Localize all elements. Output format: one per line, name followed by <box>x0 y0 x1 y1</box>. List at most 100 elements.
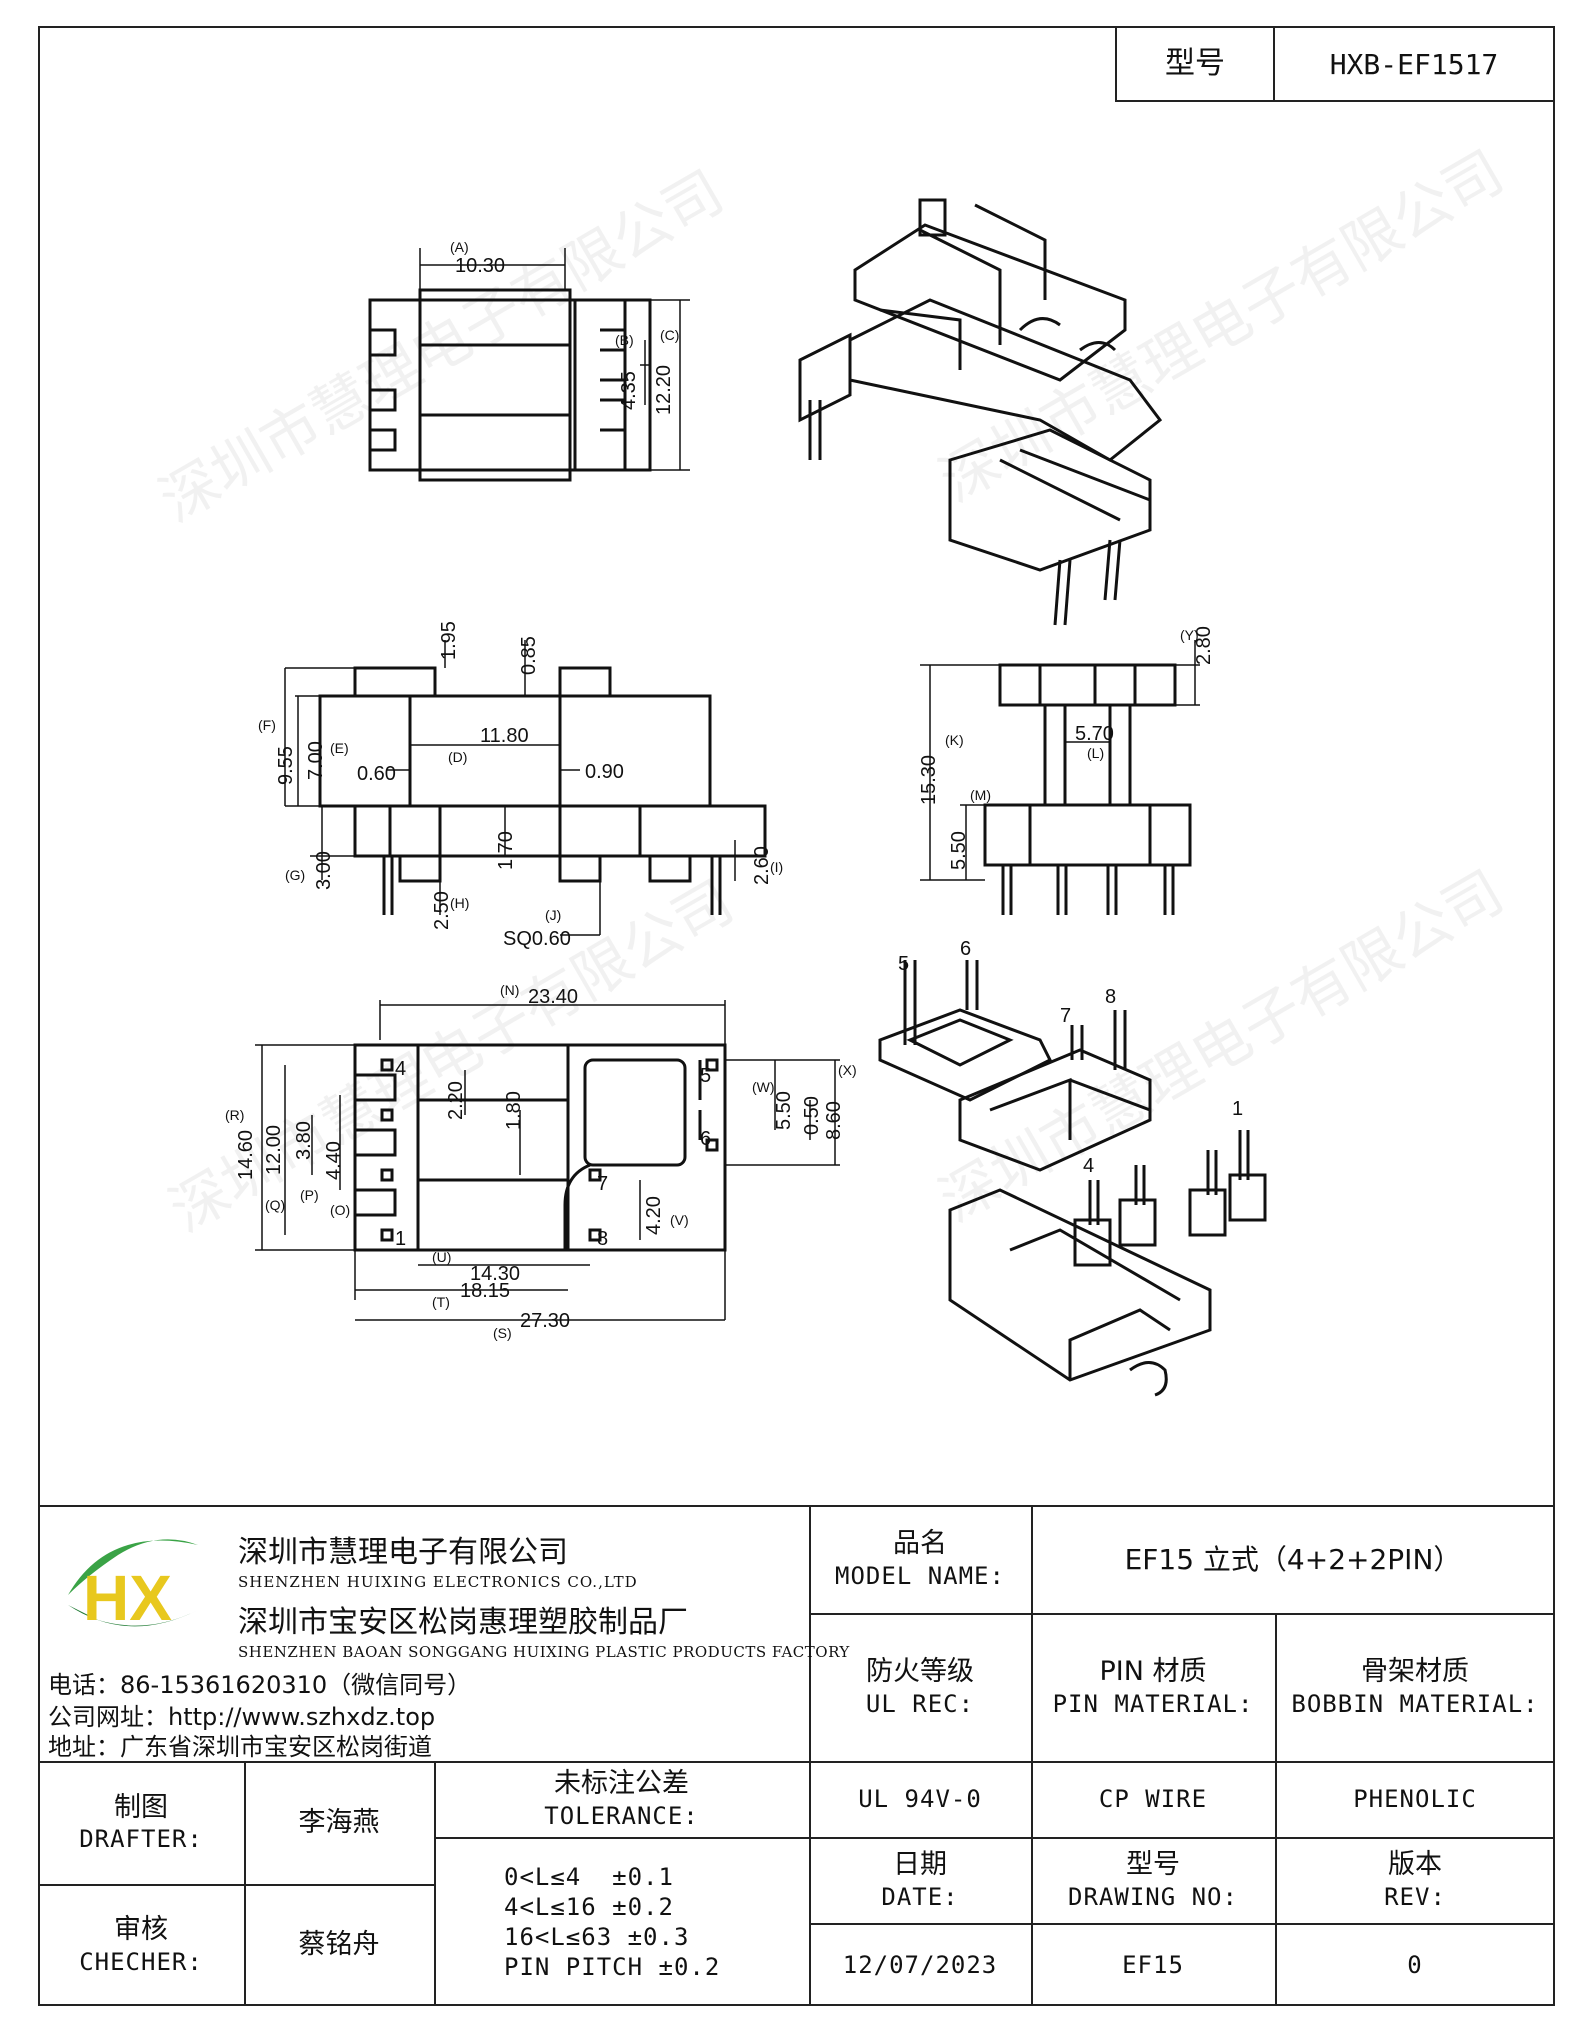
bobbin-material-label-cell: 骨架材质 BOBBIN MATERIAL: <box>1275 1613 1555 1763</box>
drawing-no-label-cell: 型号 DRAWING NO: <box>1031 1837 1277 1925</box>
pin-number-5: 5 <box>700 1065 711 1087</box>
dim-860: 8.60 <box>823 1101 845 1140</box>
dim-label-p: (P) <box>300 1187 319 1203</box>
dim-label-i: (I) <box>770 859 783 875</box>
dim-955: 9.55 <box>275 746 297 785</box>
checker-en: CHECHER: <box>79 1947 203 1976</box>
date-cn: 日期 <box>893 1849 947 1881</box>
dim-sq060: SQ0.60 <box>503 928 571 950</box>
bobbin-material-en: BOBBIN MATERIAL: <box>1291 1689 1539 1718</box>
isometric-view-top <box>798 198 1163 626</box>
dim-250: 2.50 <box>431 891 453 930</box>
dim-2730: 27.30 <box>520 1310 570 1332</box>
pin-number-7: 7 <box>597 1173 608 1195</box>
tolerance-line-2: 4<L≤16 ±0.2 <box>504 1892 674 1921</box>
date-en: DATE: <box>881 1882 959 1911</box>
dim-550b: 5.50 <box>773 1091 795 1130</box>
dim-label-c: (C) <box>660 327 679 343</box>
iso-pin-5: 5 <box>898 953 909 975</box>
company-info-area: HX 深圳市慧理电子有限公司 SHENZHEN HUIXING ELECTRON… <box>38 1505 849 1763</box>
dim-1430: 14.30 <box>470 1263 520 1285</box>
model-value-cell: HXB-EF1517 <box>1273 26 1555 102</box>
model-name-cn: 品名 <box>893 1528 947 1560</box>
company-name-en-2: SHENZHEN BAOAN SONGGANG HUIXING PLASTIC … <box>238 1643 850 1661</box>
dim-label-v: (V) <box>670 1212 689 1228</box>
dim-380: 3.80 <box>293 1121 315 1160</box>
pin-material-en: PIN MATERIAL: <box>1052 1689 1254 1718</box>
dim-label-d: (D) <box>448 749 467 765</box>
rev-cn: 版本 <box>1388 1849 1442 1881</box>
company-address: 地址：广东省深圳市宝安区松岗街道 <box>48 1733 432 1761</box>
company-name-en-1: SHENZHEN HUIXING ELECTRONICS CO.,LTD <box>238 1573 638 1591</box>
dim-1815: 18.15 <box>460 1280 510 1302</box>
ul-value: UL 94V-0 <box>858 1785 982 1813</box>
drafter-label-cell: 制图 DRAFTER: <box>38 1761 246 1886</box>
dim-label-e: (E) <box>330 740 349 756</box>
iso-pin-1: 1 <box>1232 1098 1243 1120</box>
model-label-cell: 型号 <box>1115 26 1275 102</box>
dim-550: 5.50 <box>948 831 970 870</box>
dim-label-m: (M) <box>970 787 991 803</box>
dim-label-h: (H) <box>450 895 469 911</box>
dim-170: 1.70 <box>495 831 517 870</box>
dim-label-r: (R) <box>225 1107 244 1123</box>
iso-pin-6: 6 <box>960 938 971 960</box>
drafter-cn: 制图 <box>114 1791 168 1823</box>
model-value: HXB-EF1517 <box>1329 47 1499 81</box>
dim-260: 2.60 <box>751 846 773 885</box>
company-name-cn-1: 深圳市慧理电子有限公司 <box>238 1535 568 1570</box>
drawing-no-value: EF15 <box>1122 1950 1184 1979</box>
dim-label-q: (Q) <box>265 1197 285 1213</box>
drawing-no-cn: 型号 <box>1126 1849 1180 1881</box>
tolerance-en: TOLERANCE: <box>544 1801 699 1830</box>
rev-value-cell: 0 <box>1275 1923 1555 2006</box>
tolerance-cn: 未标注公差 <box>554 1768 689 1800</box>
dim-570: 5.70 <box>1075 723 1114 745</box>
date-value: 12/07/2023 <box>842 1950 998 1979</box>
drawing-no-en: DRAWING NO: <box>1068 1882 1238 1911</box>
tolerance-line-4: PIN PITCH ±0.2 <box>504 1952 721 1981</box>
dim-1460: 14.60 <box>235 1130 257 1180</box>
side-view <box>920 640 1200 915</box>
dim-300: 3.00 <box>313 851 335 890</box>
iso-pin-7: 7 <box>1060 1005 1071 1027</box>
dim-180: 1.80 <box>503 1091 525 1130</box>
drafter-en: DRAFTER: <box>79 1825 203 1854</box>
rev-en: REV: <box>1384 1882 1446 1911</box>
company-name-cn-2: 深圳市宝安区松岗惠理塑胶制品厂 <box>238 1605 688 1640</box>
pin-material-label-cell: PIN 材质 PIN MATERIAL: <box>1031 1613 1277 1763</box>
model-name-label-cell: 品名 MODEL NAME: <box>809 1505 1033 1615</box>
company-logo: HX <box>68 1539 198 1634</box>
dim-b: 4.35 <box>618 371 640 410</box>
model-label: 型号 <box>1165 46 1225 82</box>
dim-050: 0.50 <box>801 1096 823 1135</box>
checker-label-cell: 审核 CHECHER: <box>38 1884 246 2006</box>
rev-label-cell: 版本 REV: <box>1275 1837 1555 1925</box>
bobbin-value: PHENOLIC <box>1353 1785 1477 1813</box>
dim-220: 2.20 <box>445 1081 467 1120</box>
tolerance-label-cell: 未标注公差 TOLERANCE: <box>434 1761 811 1839</box>
dim-label-k: (K) <box>945 732 964 748</box>
logo-letters: HX <box>83 1562 172 1634</box>
dim-2340: 23.40 <box>528 986 578 1008</box>
technical-drawing: (A) 10.30 (B) 4.35 (C) 12.20 1.95 0.85 (… <box>225 198 1267 1397</box>
tolerance-line-1: 0<L≤4 ±0.1 <box>504 1862 674 1891</box>
dim-085: 0.85 <box>518 636 540 675</box>
company-website[interactable]: 公司网址：http://www.szhxdz.top <box>48 1703 436 1731</box>
dim-1200: 12.00 <box>263 1125 285 1175</box>
dim-label-w: (W) <box>752 1079 775 1095</box>
pin-number-8: 8 <box>597 1228 608 1250</box>
dim-label-j: (J) <box>545 907 561 923</box>
dim-a: 10.30 <box>455 255 505 277</box>
date-label-cell: 日期 DATE: <box>809 1837 1033 1925</box>
bottom-view <box>255 1000 840 1321</box>
checker-cn: 审核 <box>114 1914 168 1946</box>
dim-195: 1.95 <box>438 621 460 660</box>
dim-label-t: (T) <box>432 1294 450 1310</box>
dim-060: 0.60 <box>357 763 396 785</box>
model-name-en: MODEL NAME: <box>835 1561 1005 1590</box>
tolerance-line-3: 16<L≤63 ±0.3 <box>504 1922 690 1951</box>
ul-rec-en: UL REC: <box>865 1689 975 1718</box>
drawing-frame <box>38 26 1555 2006</box>
dim-280: 2.80 <box>1193 626 1215 665</box>
